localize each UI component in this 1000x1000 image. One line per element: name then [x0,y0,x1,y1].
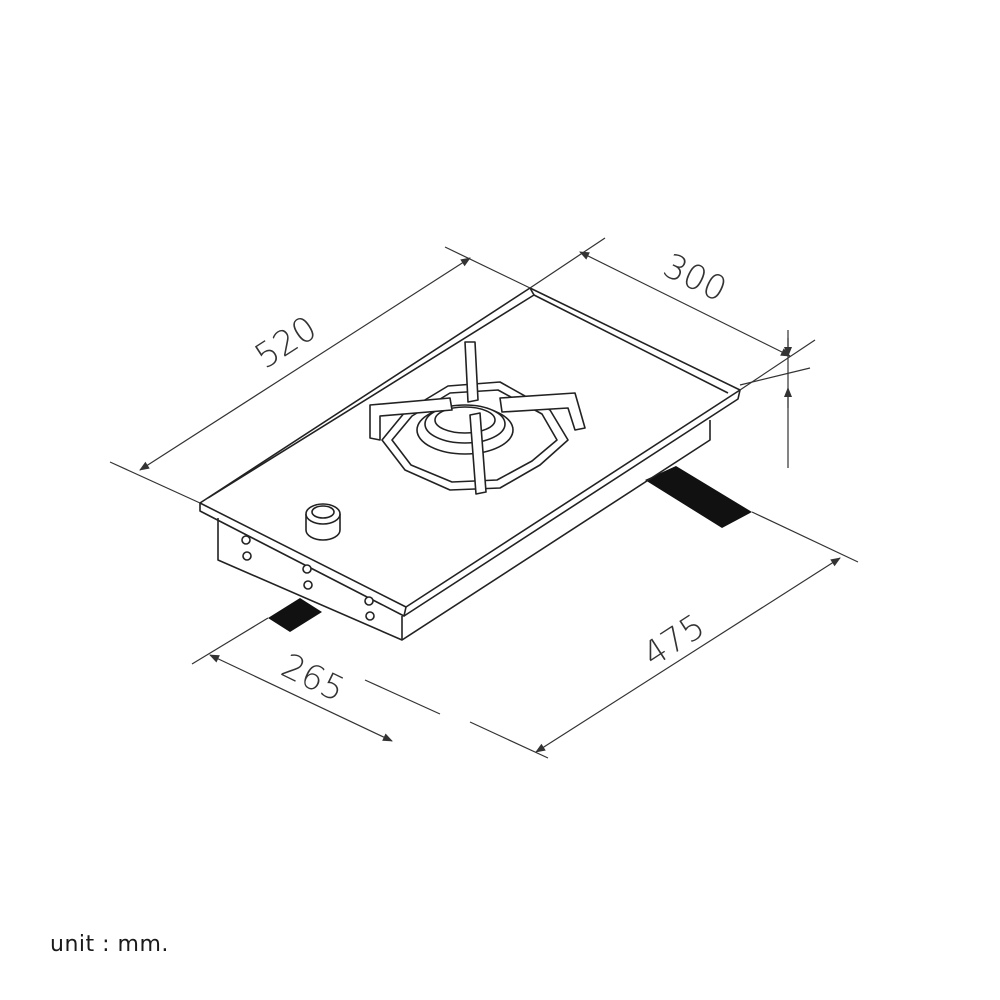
cutout-bar-left [268,598,322,632]
dim-line-265 [209,654,393,742]
pan-support-bottom [469,412,487,495]
dim-label-cutout-length: 475 [636,606,712,675]
dim-label-width: 300 [657,246,733,310]
cutout-bar-right [645,466,752,528]
dim-label-length: 520 [248,308,324,377]
unit-note-unit: mm. [117,932,169,957]
dim-line-475 [535,557,841,753]
dim-line-300 [579,251,791,357]
unit-note-separator: : [94,932,118,957]
pan-support-top [464,341,479,403]
dim-label-cutout-width: 265 [275,646,351,710]
unit-note: unit : mm. [50,932,169,957]
unit-note-label: unit [50,932,95,957]
cutout-marks [268,466,752,632]
pan-support-right [499,392,586,431]
control-knob [305,503,341,541]
dimension-lines [109,237,859,759]
dim-line-520 [139,257,471,471]
hob-right-edge [403,389,741,617]
hob-front-edge [199,503,407,617]
hob-screws [241,535,375,621]
